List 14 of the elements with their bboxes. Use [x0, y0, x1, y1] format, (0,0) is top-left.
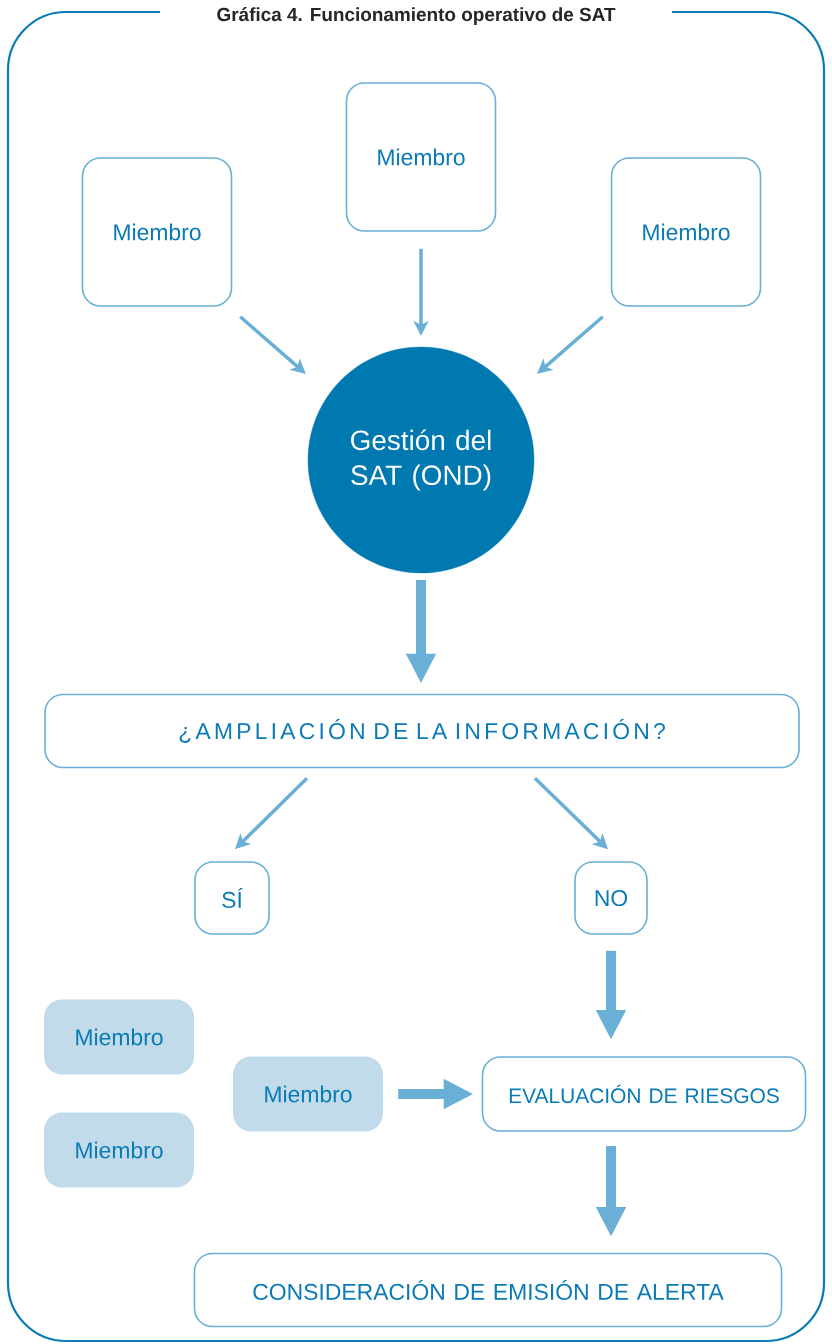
arrow: [239, 315, 306, 374]
arrow: [537, 315, 604, 374]
title: Gráfica 4. Funcionamiento operativo de SAT: [217, 7, 616, 25]
member-box: Miembro: [345, 82, 497, 232]
process-box: CONSIDERACIÓN DE EMISIÓN DE ALERTA: [193, 1252, 783, 1328]
member-box: Miembro: [610, 157, 762, 307]
member-box: Miembro: [44, 999, 194, 1075]
answer-box: SÍ: [194, 861, 270, 935]
process-box: EVALUACIÓN DE RIESGOS: [481, 1056, 807, 1132]
question-box: ¿AMPLIACIÓN DE LA INFORMACIÓN?: [44, 693, 800, 769]
member-box: Miembro: [233, 1056, 383, 1132]
member-box: Miembro: [81, 157, 233, 307]
member-box: Miembro: [44, 1112, 194, 1188]
answer-box: NO: [574, 861, 648, 935]
